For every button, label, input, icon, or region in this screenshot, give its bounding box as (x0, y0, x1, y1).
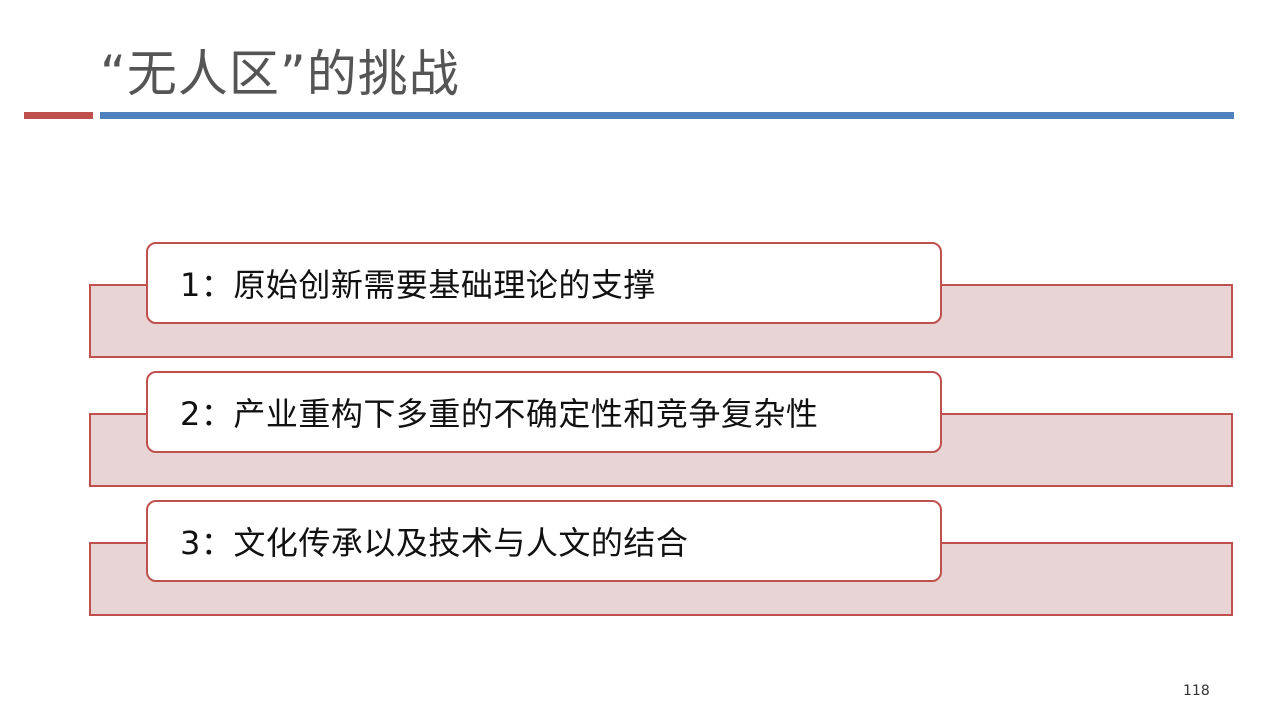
page-number: 118 (1183, 683, 1210, 699)
list-item-text: 3：文化传承以及技术与人文的结合 (180, 524, 689, 562)
list-item-card: 2：产业重构下多重的不确定性和竞争复杂性 (146, 371, 942, 453)
list-item-card: 1：原始创新需要基础理论的支撑 (146, 242, 942, 324)
title-underline-red (24, 112, 93, 119)
list-item-1: 1：原始创新需要基础理论的支撑 (89, 242, 1233, 358)
list-item-card: 3：文化传承以及技术与人文的结合 (146, 500, 942, 582)
list-item-3: 3：文化传承以及技术与人文的结合 (89, 500, 1233, 616)
list-item-text: 1：原始创新需要基础理论的支撑 (180, 266, 656, 304)
title-underline-blue (100, 112, 1234, 119)
list-item-text: 2：产业重构下多重的不确定性和竞争复杂性 (180, 395, 819, 433)
list-item-2: 2：产业重构下多重的不确定性和竞争复杂性 (89, 371, 1233, 487)
slide-title: “无人区”的挑战 (100, 45, 460, 103)
